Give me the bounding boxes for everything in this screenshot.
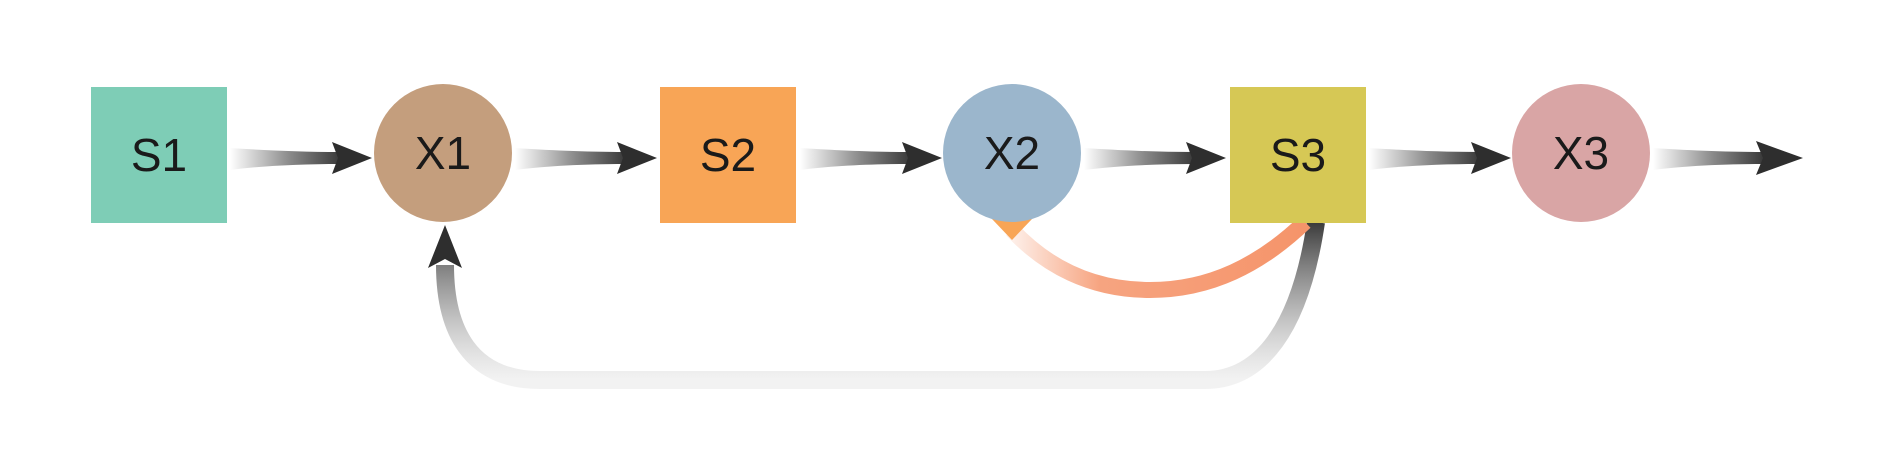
node-s3-label: S3 [1270,129,1326,181]
feedback-arrowhead [428,225,462,268]
arrowhead [1186,142,1226,174]
node-x2-label: X2 [984,127,1040,179]
arrowhead [617,142,657,174]
flow-arrow-x1-s2 [515,142,657,174]
arrowhead [902,142,942,174]
node-x1-label: X1 [415,127,471,179]
arrowhead [1756,141,1803,175]
node-x3-label: X3 [1553,127,1609,179]
node-x1: X1 [374,84,512,222]
flow-arrow-x2-s3 [1084,142,1226,174]
node-s1-label: S1 [131,129,187,181]
flow-arrow-s1-x1 [230,142,372,174]
flow-arrow-s3-x3 [1369,142,1511,174]
node-s3: S3 [1230,87,1366,223]
feedback-arrow-s3-x1 [428,220,1325,389]
node-x2: X2 [943,84,1081,222]
node-s1: S1 [91,87,227,223]
node-s2-label: S2 [700,129,756,181]
node-x3: X3 [1512,84,1650,222]
arrowhead [332,142,372,174]
flow-arrow-s2-x2 [800,142,942,174]
arrowhead [1471,142,1511,174]
flow-arrow-x3-output [1653,141,1803,175]
node-s2: S2 [660,87,796,223]
